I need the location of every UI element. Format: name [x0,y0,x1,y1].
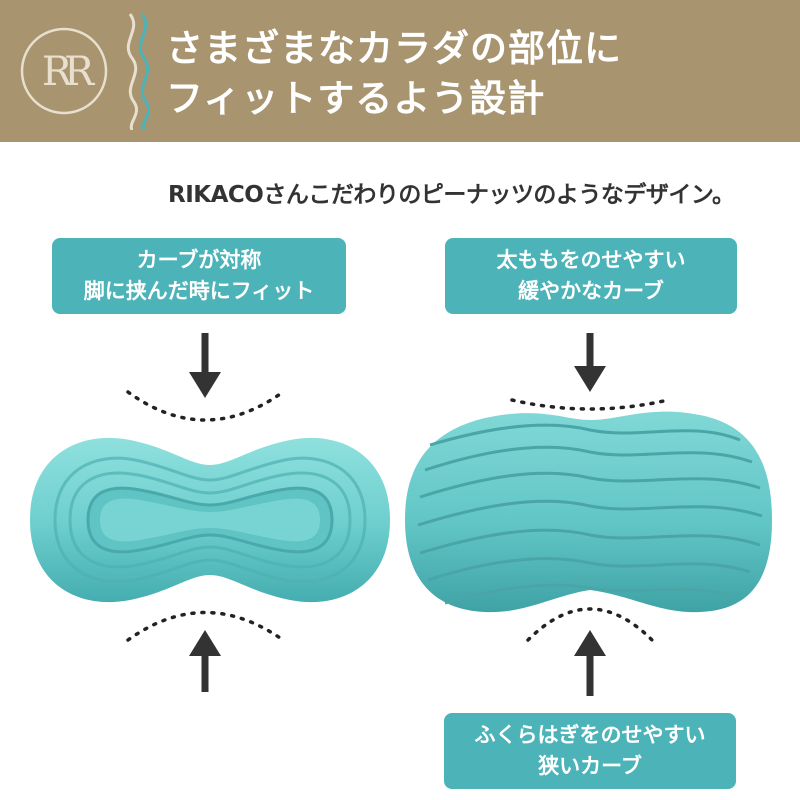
dotted-curve-bottom-right [526,607,654,642]
header-title: さまざまなカラダの部位に フィットするよう設計 [166,24,622,124]
roller-asymmetric [405,411,772,613]
callout-line1: ふくらはぎをのせやすい [474,723,706,747]
callout-symmetric-curve: カーブが対称 脚に挟んだ時にフィット [52,238,346,314]
arrow-down-icon [189,333,221,398]
callout-calf-curve: ふくらはぎをのせやすい 狭いカーブ [444,713,736,789]
dotted-curve-top-left [126,390,285,422]
header-banner: RR さまざまなカラダの部位に フィットするよう設計 [0,0,800,142]
header-title-line1: さまざまなカラダの部位に [166,27,622,70]
callout-line2: 狭いカーブ [538,754,642,778]
arrow-down-icon [574,333,606,392]
arrow-up-icon [574,630,606,696]
dotted-curve-bottom-left [126,610,285,642]
roller-symmetric [30,437,390,603]
callout-line2: 緩やかなカーブ [518,279,664,303]
wave-decoration [126,13,150,130]
header-title-line2: フィットするよう設計 [166,77,546,120]
callout-line2: 脚に挟んだ時にフィット [83,279,315,303]
subtitle: RIKACOさんこだわりのピーナッツのようなデザイン。 [168,182,735,208]
callout-thigh-curve: 太ももをのせやすい 緩やかなカーブ [445,238,737,314]
callout-line1: 太ももをのせやすい [496,248,686,272]
arrow-up-icon [189,630,221,692]
brand-logo: RR [20,27,108,115]
callout-line1: カーブが対称 [136,248,262,272]
dotted-curve-top-right [510,398,670,411]
